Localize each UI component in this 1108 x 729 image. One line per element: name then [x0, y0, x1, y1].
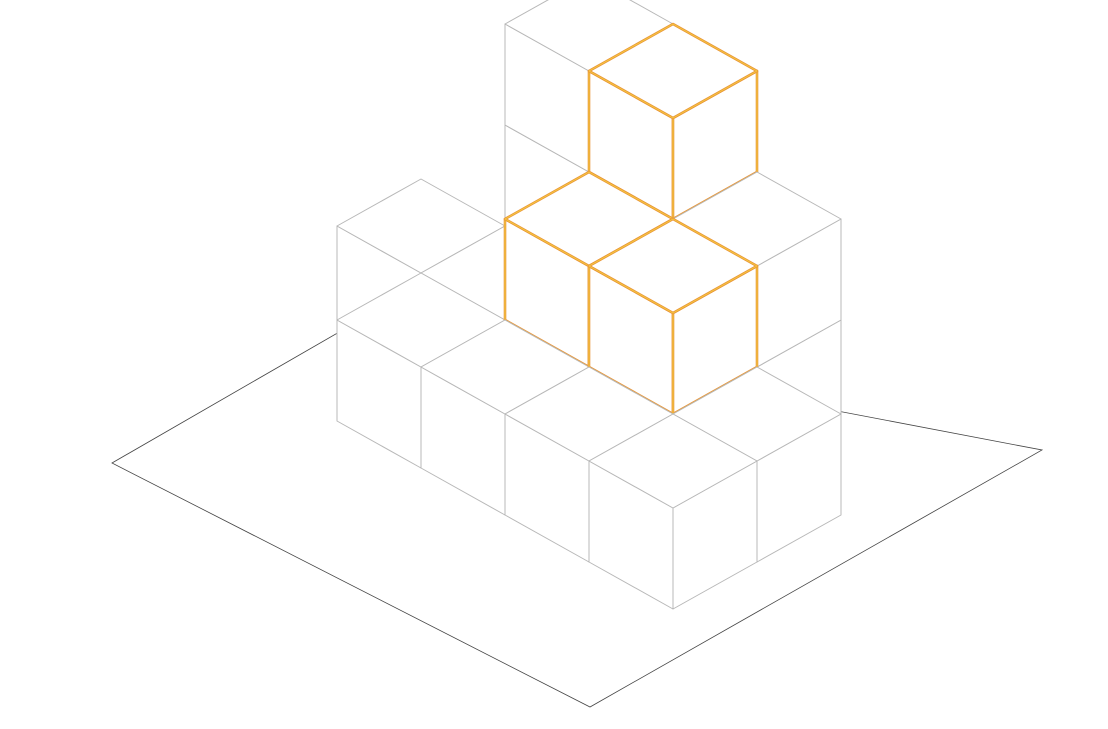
- cube-top-glow: [588, 23, 758, 119]
- highlighted-cube: [587, 217, 759, 416]
- floor-plane: [111, 319, 1044, 708]
- cube: [588, 413, 758, 610]
- cube-top-face: [588, 413, 758, 509]
- highlighted-cube: [587, 22, 759, 221]
- cube-group: [336, 0, 842, 610]
- cube-top-glow: [588, 218, 758, 314]
